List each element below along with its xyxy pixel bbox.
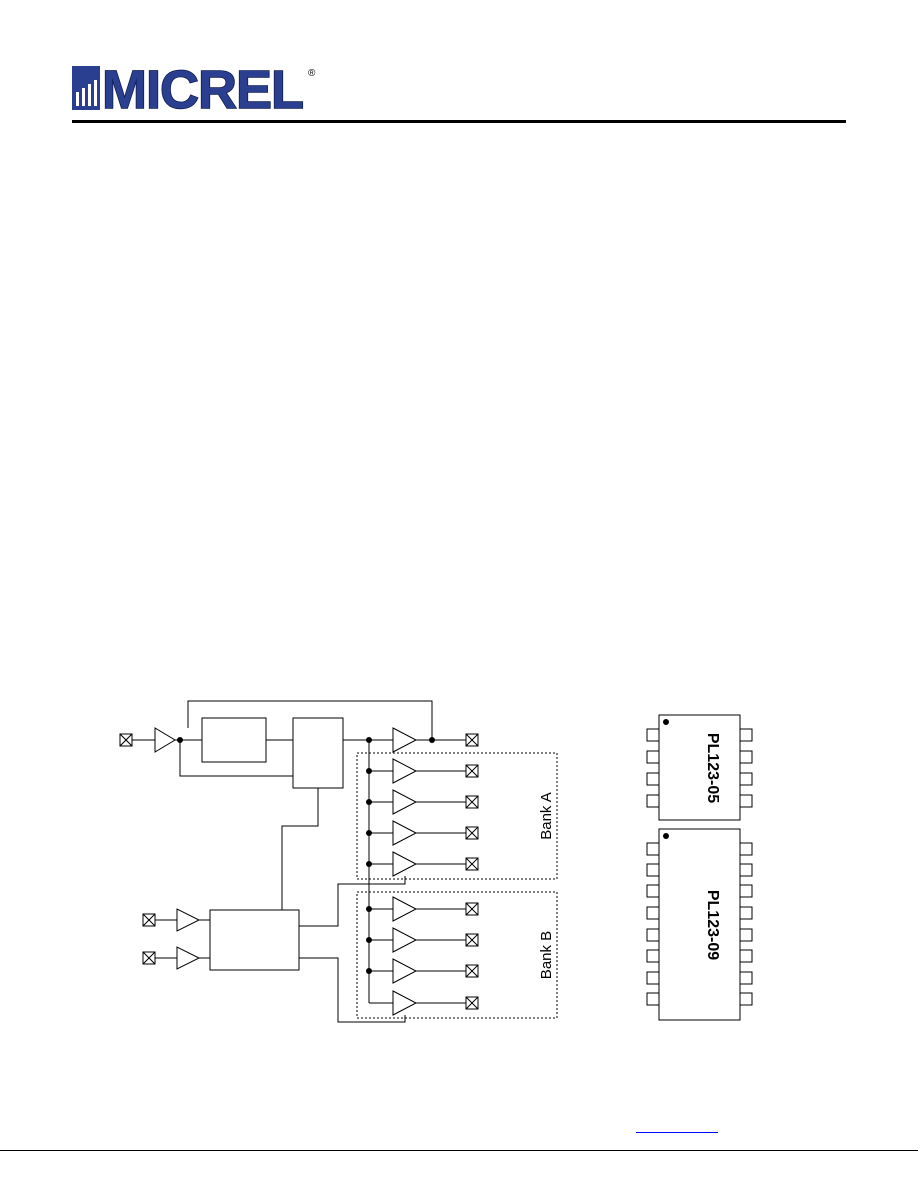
header-rule: [72, 120, 846, 123]
ref-output-buffer: [392, 727, 418, 753]
bank-b-label: Bank B: [538, 931, 555, 979]
bank-b-outputs: [369, 896, 479, 1016]
pkg-large-pins: [646, 842, 753, 1006]
logo-chip-pins: [76, 80, 97, 106]
bank-a-outline: [356, 752, 558, 880]
registered-mark: ®: [308, 68, 316, 79]
input-buffer: [154, 727, 176, 753]
footer-link-underline[interactable]: [636, 1132, 718, 1133]
feedback-wire: [187, 700, 433, 740]
pin1-dot-small: [663, 719, 669, 725]
pkg-small-label: PL123-05: [704, 733, 721, 803]
pkg-small-pins: [646, 728, 753, 808]
bank-b-outline: [356, 891, 558, 1019]
bank-a-label: Bank A: [538, 792, 555, 840]
mux-block: [292, 717, 344, 789]
pkg-large-body: [658, 828, 741, 1021]
pkg-large-label: PL123-09: [704, 890, 721, 960]
footer-rule: [0, 1150, 918, 1151]
s1-buffer: [176, 908, 201, 932]
package-diagrams: PL123-05 PL123-09: [646, 714, 753, 1021]
pkg-small-body: [658, 714, 741, 821]
select-logic-block: [209, 909, 300, 971]
pll-block: [201, 717, 267, 763]
bank-a-outputs: [369, 758, 479, 877]
pin1-dot-large: [663, 833, 669, 839]
s2-buffer: [176, 946, 201, 970]
logo-wordmark: MICREL: [102, 62, 303, 114]
block-diagram: Bank A Bank B: [119, 700, 558, 1023]
micrel-logo: MICREL ®: [72, 62, 316, 114]
